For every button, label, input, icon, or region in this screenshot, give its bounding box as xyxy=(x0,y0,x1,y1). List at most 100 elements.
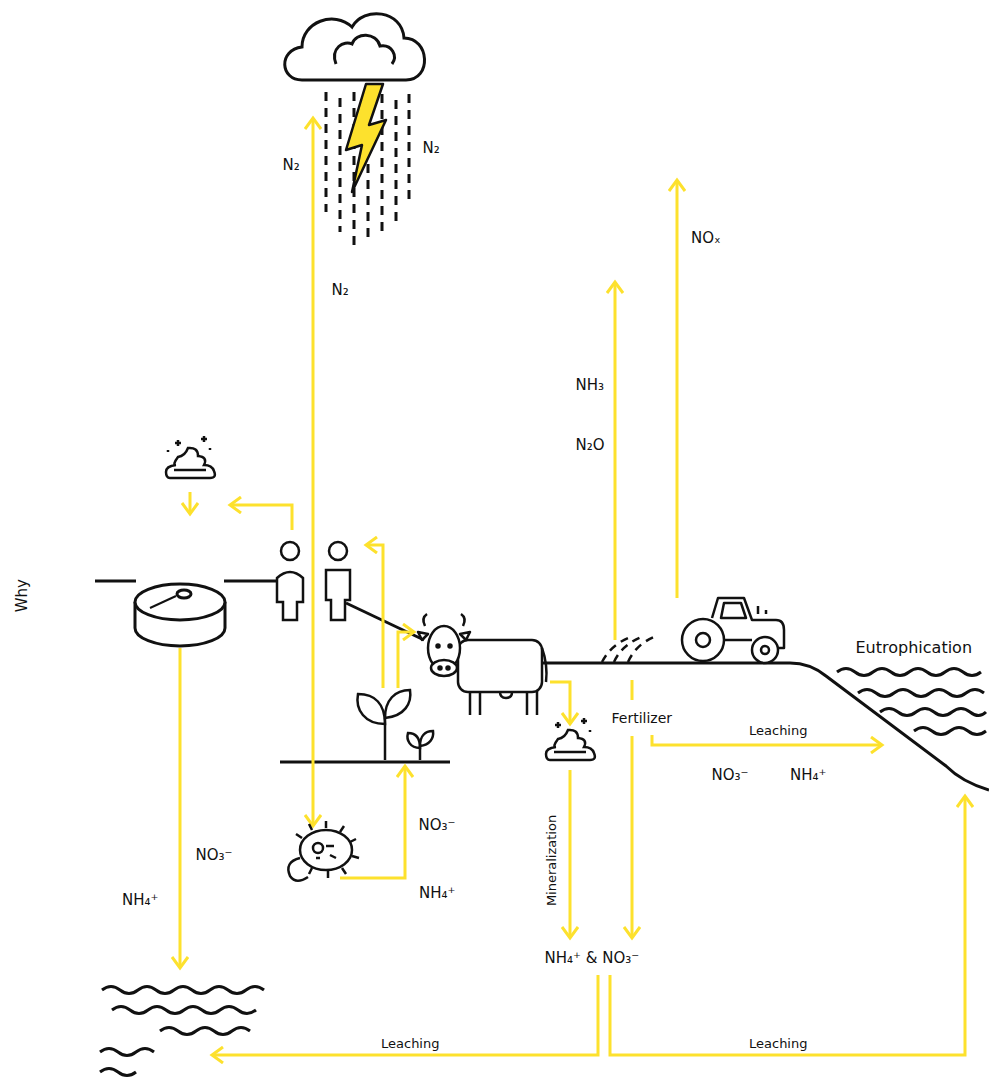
tractor-icon xyxy=(761,646,769,654)
flow-arrow xyxy=(230,505,292,530)
manure-icon xyxy=(166,448,215,478)
cow-icon xyxy=(437,645,440,648)
flow-label: Fertilizer xyxy=(610,710,675,726)
ground-line xyxy=(224,580,278,583)
manure-icon xyxy=(546,718,595,760)
bacteria-icon xyxy=(296,821,359,878)
flow-label: NH₃ xyxy=(574,377,607,394)
flow-arrow xyxy=(312,118,315,826)
flow-arrow xyxy=(340,766,405,878)
water-wave xyxy=(100,1049,154,1056)
rain-drop xyxy=(381,94,384,236)
manure-icon xyxy=(554,751,586,754)
human-icon xyxy=(281,542,299,560)
cow-icon xyxy=(423,614,464,626)
sparkle-mark xyxy=(555,718,590,732)
manure-icon xyxy=(166,436,215,478)
manure-icon xyxy=(546,730,595,760)
flow-arrow xyxy=(179,648,182,968)
treatment-tank-icon xyxy=(177,590,191,598)
bacteria-icon xyxy=(313,843,323,853)
fertilizer-spray xyxy=(602,636,656,662)
flow-label: N₂O xyxy=(574,437,607,454)
rain-drop xyxy=(339,98,342,232)
cow-icon xyxy=(500,692,512,698)
rotated-label: Mineralization xyxy=(545,812,560,907)
cow-icon xyxy=(418,614,547,715)
tractor-icon xyxy=(696,633,710,647)
flow-arrow xyxy=(631,736,634,938)
cow-icon xyxy=(449,645,452,648)
flow-label: NH₄⁺ xyxy=(417,885,457,902)
water-wave xyxy=(858,690,984,697)
rain-drop xyxy=(408,94,411,200)
flow-label: Leaching xyxy=(747,1037,809,1052)
plant-icon xyxy=(385,690,410,718)
treatment-tank-icon xyxy=(150,596,176,608)
rain-drop xyxy=(325,92,328,212)
water-waves xyxy=(100,669,986,1076)
cloud-icon xyxy=(285,14,425,80)
bacteria-icon xyxy=(288,821,359,881)
flow-arrow xyxy=(398,632,414,688)
tractor-icon xyxy=(758,606,766,614)
flow-label: N₂ xyxy=(421,140,442,157)
flow-label: NH₄⁺ xyxy=(788,767,828,784)
human-icon xyxy=(277,542,350,620)
plant-icon xyxy=(357,694,385,724)
cow-icon xyxy=(439,667,442,670)
tractor-icon xyxy=(721,603,746,618)
flow-arrow xyxy=(610,796,965,1055)
manure-icon xyxy=(174,469,206,472)
bacteria-icon xyxy=(316,846,336,858)
human-icon xyxy=(326,570,350,620)
fertilizer-spray xyxy=(628,636,656,662)
rotated-label: Why xyxy=(13,577,30,614)
flow-arrow xyxy=(569,770,572,938)
human-icon xyxy=(277,572,303,620)
cow-icon xyxy=(431,660,457,676)
water-wave xyxy=(112,1007,256,1014)
flow-label: Eutrophication xyxy=(854,639,975,657)
ground-line xyxy=(95,581,989,790)
cloud-icon xyxy=(335,35,395,64)
flow-arrow xyxy=(212,975,598,1055)
flow-label: NO₃⁻ xyxy=(194,847,235,864)
flow-arrow xyxy=(189,492,192,514)
water-wave xyxy=(102,987,264,994)
lightning-icon xyxy=(346,84,386,192)
plant-icon xyxy=(357,690,433,760)
rain-drop xyxy=(395,100,398,226)
flow-arrow xyxy=(676,180,679,598)
flow-arrow xyxy=(614,282,617,640)
flow-label: NO₃⁻ xyxy=(417,817,458,834)
water-wave xyxy=(914,728,986,735)
tractor-icon xyxy=(752,637,778,663)
bacteria-icon xyxy=(300,830,352,870)
treatment-tank-icon xyxy=(135,584,225,620)
flow-arrows xyxy=(180,118,965,1055)
human-icon xyxy=(329,542,347,560)
tractor-icon xyxy=(682,619,724,661)
flow-label: N₂ xyxy=(281,157,302,174)
cow-icon xyxy=(542,648,547,682)
ground-line xyxy=(95,580,136,583)
ground-line xyxy=(346,603,424,640)
flow-label: NH₄⁺ & NO₃⁻ xyxy=(543,950,642,967)
water-wave xyxy=(100,1069,136,1076)
sparkle-mark xyxy=(168,436,210,452)
water-wave xyxy=(880,709,986,716)
rain-drop xyxy=(353,92,356,246)
cow-icon xyxy=(447,667,450,670)
tractor-icon xyxy=(682,598,784,663)
cow-icon xyxy=(470,690,537,715)
flow-label: Leaching xyxy=(379,1037,441,1052)
treatment-tank-icon xyxy=(135,584,225,646)
plant-icon xyxy=(408,733,421,748)
flow-label: NO₃⁻ xyxy=(710,767,751,784)
flow-label: Leaching xyxy=(747,724,809,739)
flow-label: NH₄⁺ xyxy=(120,892,160,909)
